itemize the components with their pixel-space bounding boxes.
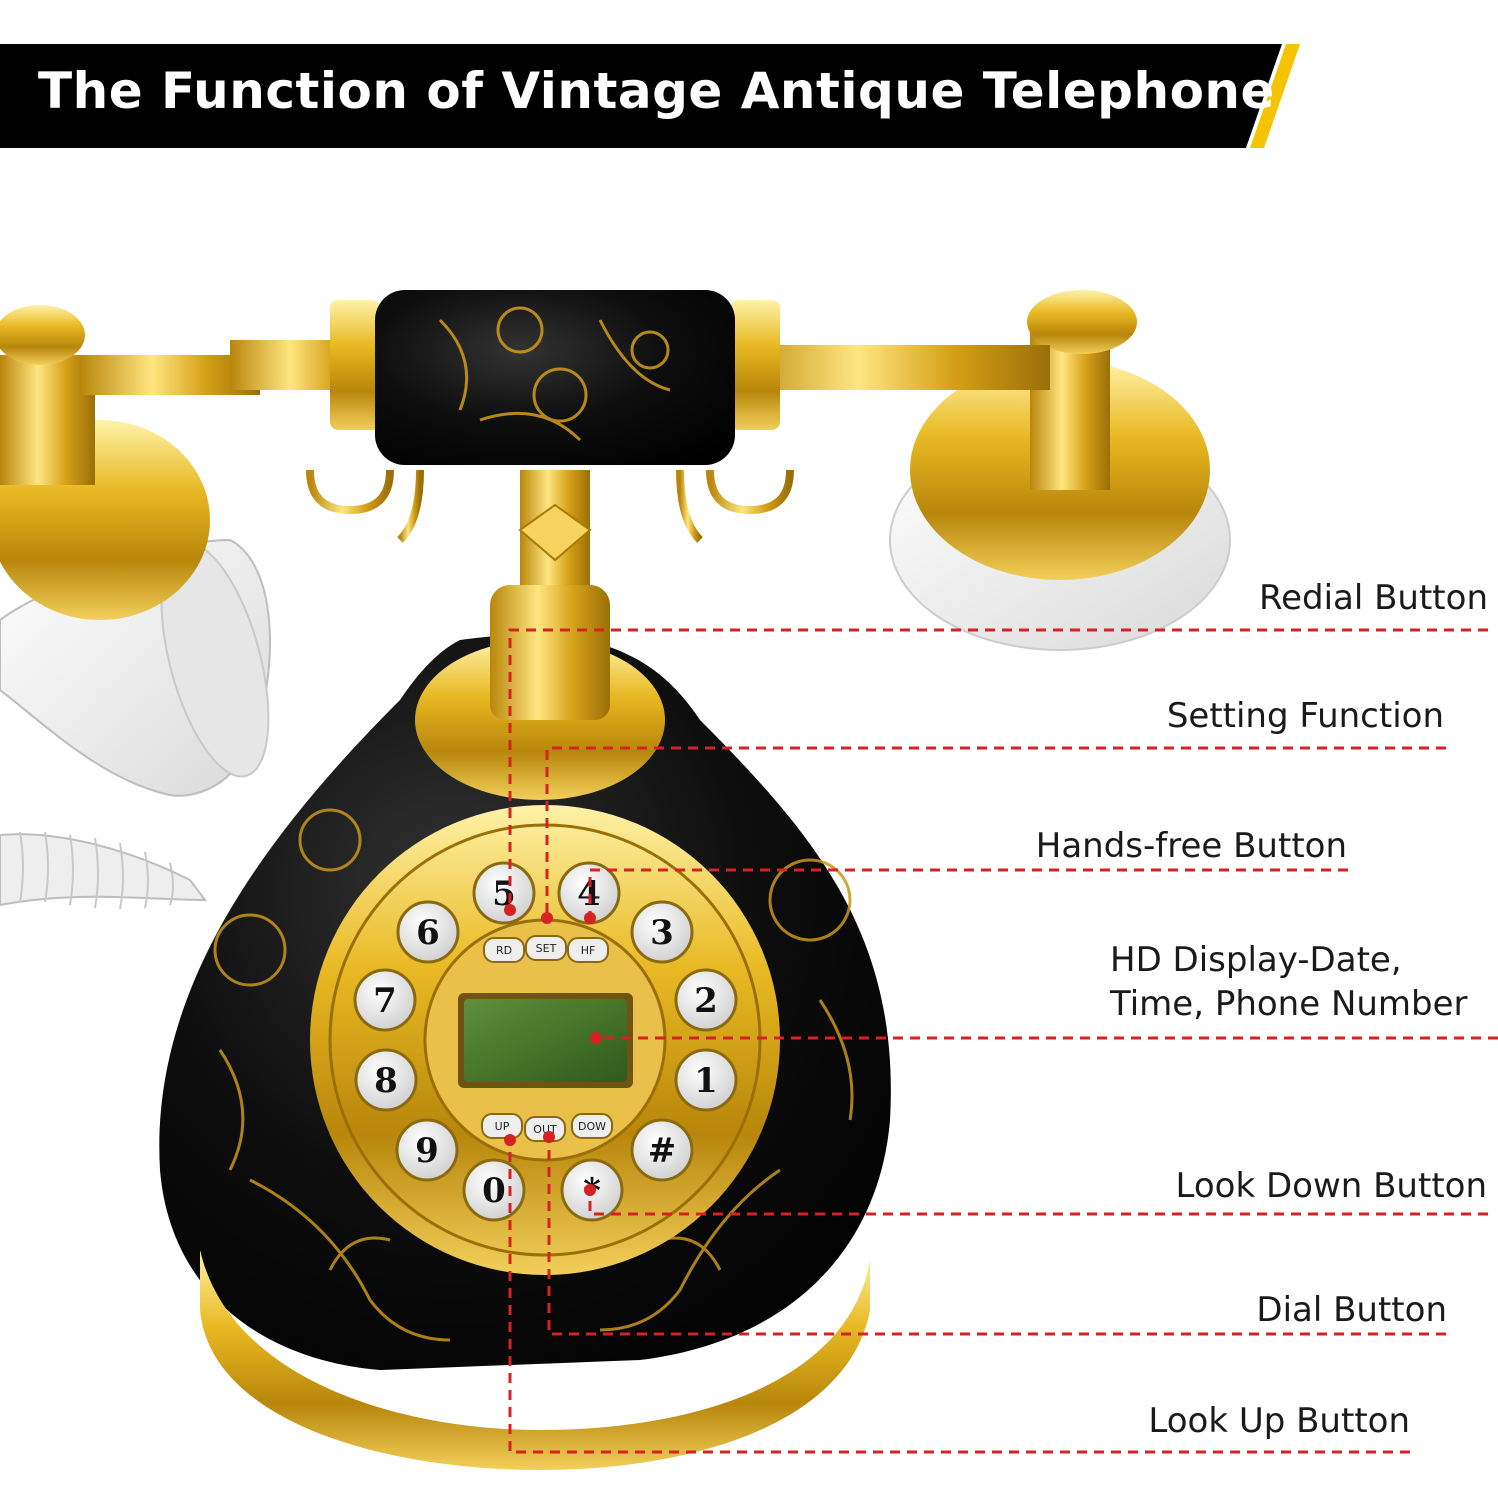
- coiled-cord: [0, 831, 208, 910]
- function-key-hf[interactable]: HF: [567, 937, 609, 963]
- keypad-key-6[interactable]: 8: [354, 1048, 418, 1112]
- body-floral-pattern: [213, 808, 854, 1342]
- left-cradle: [0, 305, 260, 620]
- leader-dot-6: [504, 1134, 516, 1146]
- callout-setting-label: Setting Function: [1166, 696, 1444, 736]
- leader-dot-0: [504, 904, 516, 916]
- callout-dial-label: Dial Button: [1256, 1290, 1447, 1330]
- function-key-label: RD: [496, 944, 512, 957]
- keypad-key-0[interactable]: 5: [472, 861, 536, 925]
- leader-dot-4: [584, 1184, 596, 1196]
- leader-dot-3: [590, 1032, 602, 1044]
- leader-line-5: [547, 1137, 1446, 1336]
- title-banner: [0, 44, 1300, 148]
- callout-handsfree-label: Hands-free Button: [1035, 826, 1347, 866]
- function-key-label: DOW: [578, 1120, 606, 1133]
- handle-left-collar: [330, 300, 380, 430]
- callout-lookup-label: Look Up Button: [1148, 1401, 1410, 1441]
- keypad-key-label: #: [648, 1131, 677, 1171]
- function-key-out[interactable]: OUT: [524, 1116, 566, 1142]
- function-key-dow[interactable]: DOW: [571, 1113, 613, 1139]
- callout-lookdown-label: Look Down Button: [1175, 1166, 1487, 1206]
- lcd-display: [464, 999, 627, 1082]
- keypad-key-10[interactable]: 0: [462, 1158, 526, 1222]
- keypad-key-2[interactable]: 6: [396, 900, 460, 964]
- function-key-set[interactable]: SET: [525, 935, 567, 961]
- leader-dot-2: [584, 912, 596, 924]
- gold-base: [200, 1250, 870, 1470]
- function-key-rd[interactable]: RD: [483, 937, 525, 963]
- leader-dot-1: [541, 912, 553, 924]
- handle-porcelain: [375, 290, 735, 465]
- keypad-key-label: 0: [482, 1171, 506, 1211]
- keypad-key-7[interactable]: 1: [674, 1048, 738, 1112]
- page-title: The Function of Vintage Antique Telephon…: [38, 62, 1275, 120]
- leader-line-0: [508, 628, 1488, 910]
- leader-line-6: [508, 1140, 1410, 1454]
- function-key-label: HF: [581, 944, 596, 957]
- keypad-key-4[interactable]: 7: [353, 968, 417, 1032]
- leader-line-1: [545, 746, 1446, 918]
- callout-display-label: HD Display-Date, Time, Phone Number: [1110, 940, 1468, 1025]
- keypad-key-label: 1: [694, 1061, 718, 1101]
- handle-floral-pattern: [438, 306, 671, 442]
- keypad-key-label: 3: [650, 913, 674, 953]
- keypad-key-label: 8: [374, 1061, 398, 1101]
- handle-right-collar: [730, 300, 780, 430]
- right-cradle: [730, 290, 1231, 651]
- banner-background: [0, 44, 1282, 148]
- callout-redial-label: Redial Button: [1258, 578, 1488, 618]
- keypad-key-5[interactable]: 2: [674, 968, 738, 1032]
- banner-accent-stripe: [1250, 44, 1300, 148]
- keypad-key-1[interactable]: 4: [557, 861, 621, 925]
- callout-lines: [504, 628, 1498, 1454]
- function-key-label: SET: [536, 942, 557, 955]
- keypad-key-9[interactable]: #: [630, 1118, 694, 1182]
- function-key-up[interactable]: UP: [481, 1113, 523, 1139]
- keypad-key-label: 9: [415, 1131, 439, 1171]
- leader-line-2: [588, 868, 1348, 918]
- leader-dot-5: [543, 1131, 555, 1143]
- keypad-key-label: 2: [694, 981, 718, 1021]
- function-key-label: UP: [495, 1120, 510, 1133]
- keypad-key-label: 7: [373, 981, 397, 1021]
- keypad-key-8[interactable]: 9: [395, 1118, 459, 1182]
- keypad-key-label: 6: [416, 913, 440, 953]
- keypad-key-3[interactable]: 3: [630, 900, 694, 964]
